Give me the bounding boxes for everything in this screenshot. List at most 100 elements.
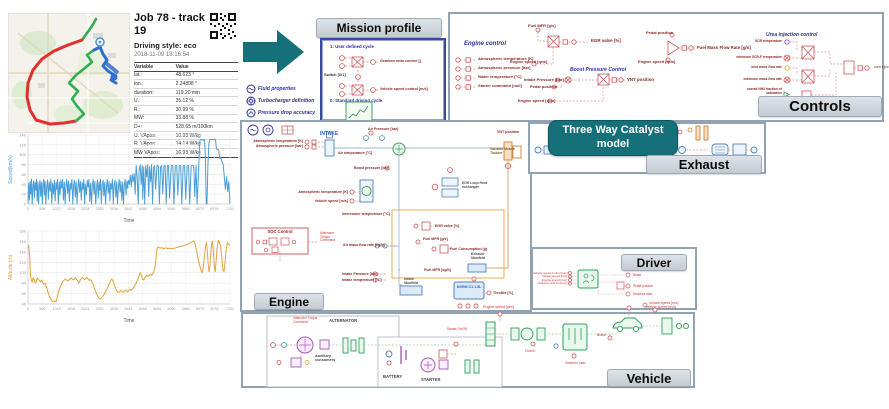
three-way-catalyst-callout: Three Way Catalyst model [548,120,678,156]
controls-diagram-graphics [455,27,872,104]
svg-text:2530: 2530 [96,307,104,311]
intake-press-label: Intake Pressure [bar] [342,272,378,276]
svg-text:2024: 2024 [81,307,89,311]
intake-manifold-icon [399,285,423,296]
legend-item-turbo: Turbocharger definition [246,96,314,106]
veh-speed-label: Vehicle speed [m/s] [314,199,348,203]
table-row: U.:35.12 % [134,97,238,106]
driver-block-icon [577,269,599,289]
car-icon [612,317,643,333]
engine-section-label: Engine [254,293,324,310]
driver-output-label: Pedal position [633,283,654,288]
svg-text:506: 506 [39,307,45,311]
egr-fuel-mfr-label: Fuel MFR [g/s] [528,23,556,28]
atm-temp2-label: Atmospheric temperature [K] [298,190,348,194]
svg-text:120: 120 [19,260,26,265]
controls-section-label: Controls [758,96,882,117]
battery-label: BATTERY [383,374,403,379]
svg-text:5566: 5566 [182,307,190,311]
legend-item-pressure: Pressure drop accuracy [246,108,315,118]
route-red [25,38,84,126]
svg-text:80: 80 [22,281,27,286]
mission-profile-title: Mission profile [316,18,442,38]
starter-label: STARTER [421,377,441,382]
crankshaft-icon [485,321,496,347]
aux-consumers-icon [276,357,310,368]
svg-text:0: 0 [24,202,27,207]
throttle-label: Throttle [%] [493,291,513,295]
urea-input-label: inlet mass flow rate [751,65,782,69]
svg-text:140: 140 [19,249,26,254]
pressure-drop-icon [246,108,256,118]
air-press-label: Air Pressure [bar] [368,127,399,131]
svg-text:3036: 3036 [110,307,118,311]
svg-text:1518: 1518 [67,307,75,311]
egr-valve-label: EGR valve [%] [591,38,621,43]
svg-text:1012: 1012 [53,307,61,311]
driver-input-label: Engine speed [rpm] [541,277,567,282]
svg-text:120: 120 [19,142,26,147]
table-row: lon.:2.24808 ° [134,80,238,89]
vehicle-panel: Alternator Torque Command ALTERNATOR Aux… [241,305,695,388]
vnt-pos-label: VNT position [497,130,520,134]
urea-control-title: Urea injection control [766,32,818,38]
svg-text:60: 60 [22,291,27,296]
soc-control-box [251,227,309,255]
clutch-icons [510,327,546,341]
boost-engine-speed-label: Engine speed [rpm] [518,97,556,103]
egr-loop-line [391,209,505,279]
egr-hx-label: EGR Loop Heat exchanger [462,181,487,189]
atm-press-label: Atmospheric pressure [bar] [255,144,303,148]
svg-text:Time: Time [124,318,135,324]
driver-panel: Vehicle speed control [m/s] Vehicle spee… [531,247,697,310]
table-row: R.:30.99 % [134,106,238,115]
route-green-south [67,48,96,123]
table-row: duration:119.20 min [134,89,238,98]
boost-intake-pressure-label: Intake Pressure [bar] [524,76,564,82]
boost-press-label: Boost pressure [bar] [354,165,390,170]
exhaust-manifold-icon [467,263,487,273]
svg-text:100: 100 [19,270,26,275]
exhaust-section-label: Exhaust [646,155,762,174]
svg-text:7131: 7131 [226,207,234,211]
driver-input-label: Gearbox ratio control [] [537,281,567,285]
urea-input-label: SCR temperature [755,39,782,43]
qr-code [210,13,236,39]
driver-output-label: Brake [633,272,642,277]
urea-input-label: minimum SCR-F temperature [736,55,782,59]
egr-engine-speed-label: Engine speed [rpm] [510,59,548,64]
control-input-label: Atmospheric temperature [K] [478,56,534,61]
svg-text:2024: 2024 [81,207,89,211]
fuel-engine-speed-label: Engine speed [rpm] [638,59,676,64]
driver-veh-speed-label: Vehicle speed [m/s] [649,301,679,305]
svg-text:0: 0 [27,307,29,311]
engine-control-title: Engine control [464,41,506,47]
engine-diagram-graphics [247,124,522,309]
svg-text:3542: 3542 [124,307,132,311]
fluid-properties-icon [246,84,256,94]
vehicle-section-label: Vehicle [607,369,691,387]
boost-pedal-label: Pedal position [530,83,558,89]
driver-section-label: Driver [621,254,687,271]
trip-info-card: Job 78 - track 19 Driving style: eco 201… [134,12,238,158]
driver-diagram-graphics [568,269,648,308]
control-input-label: Starter command [null] [478,83,522,88]
svg-text:4048: 4048 [139,307,147,311]
svg-text:80: 80 [22,162,27,167]
table-row: MW VApos:16.98 W/kg [134,149,238,158]
intake-temp-label: Intake temperature [°C] [342,278,382,282]
svg-text:4554: 4554 [153,207,161,211]
fuel-cons-label: Fuel Consumption (g) [450,247,488,251]
engine-block-icon [453,281,485,300]
svg-text:6072: 6072 [196,307,204,311]
turbocharger-icon [246,96,256,106]
atm-temp-label: Atmospheric temperature [K] [253,138,303,143]
air-mfr-label: Air mass flow rate [kg/h] [343,243,385,247]
brake-label: Brake [597,333,606,337]
air-temp-label: Air temperature [°C] [338,151,373,155]
driver-input-label: Vehicle speed control [m/s] [533,270,568,275]
